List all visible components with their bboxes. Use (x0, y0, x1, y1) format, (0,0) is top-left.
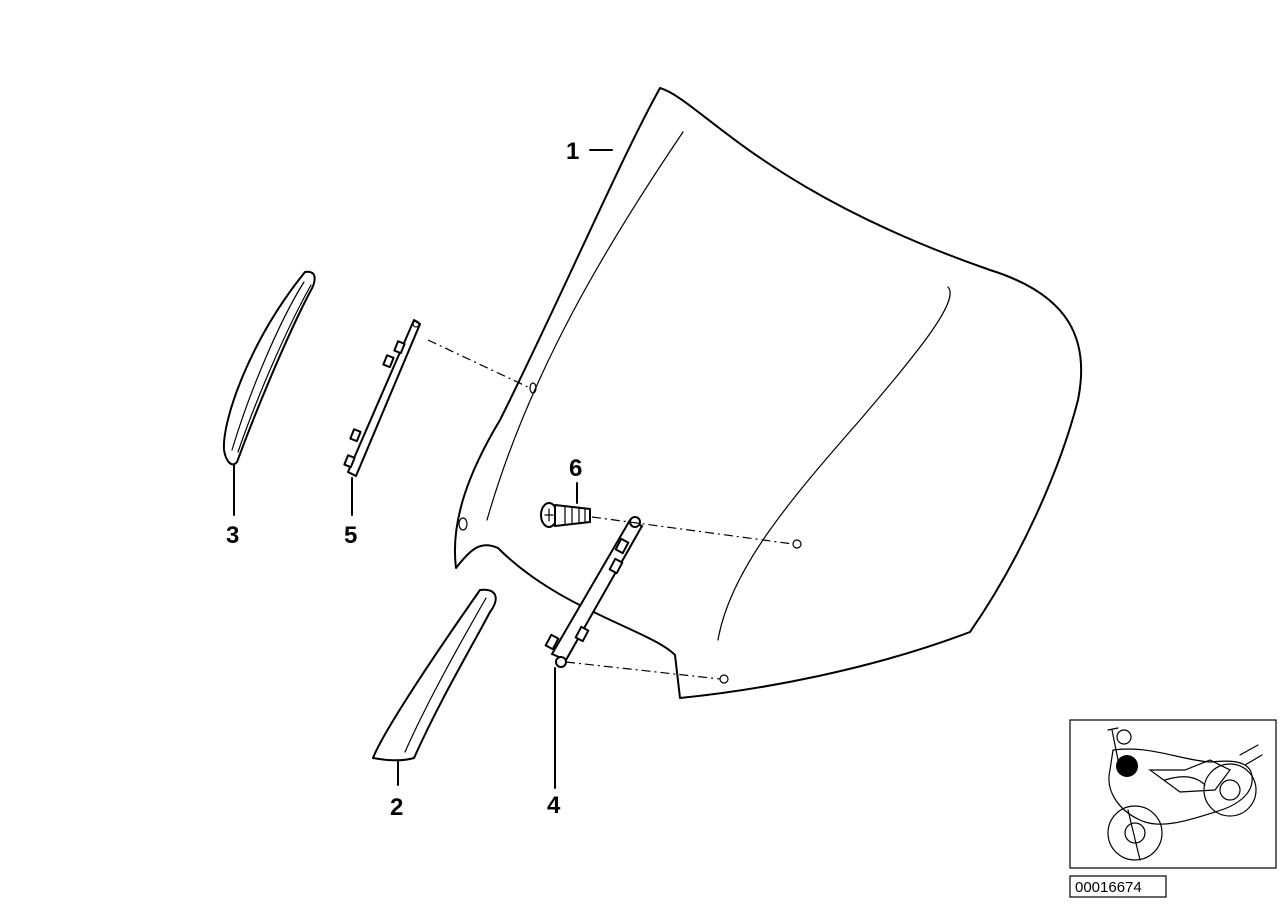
image-code-box: 00016674 (1069, 875, 1167, 898)
image-code-text: 00016674 (1075, 879, 1142, 896)
trim-strip-part-3 (222, 270, 316, 466)
location-marker-dot (1116, 755, 1138, 777)
bracket-part-4 (544, 516, 643, 668)
assembly-lines (427, 339, 794, 680)
callout-6: 6 (569, 455, 582, 482)
trim-strip-part-2 (372, 588, 497, 762)
callout-3: 3 (226, 522, 239, 549)
windshield-part-1 (454, 87, 1083, 699)
callout-5: 5 (344, 522, 357, 549)
callout-4: 4 (547, 792, 561, 819)
screw-part-6 (540, 502, 591, 528)
callout-1: 1 (566, 138, 579, 165)
motorcycle-locator-thumbnail (1069, 719, 1277, 869)
callout-2: 2 (390, 794, 403, 821)
bracket-part-5 (343, 319, 421, 477)
leader-lines (233, 149, 613, 789)
